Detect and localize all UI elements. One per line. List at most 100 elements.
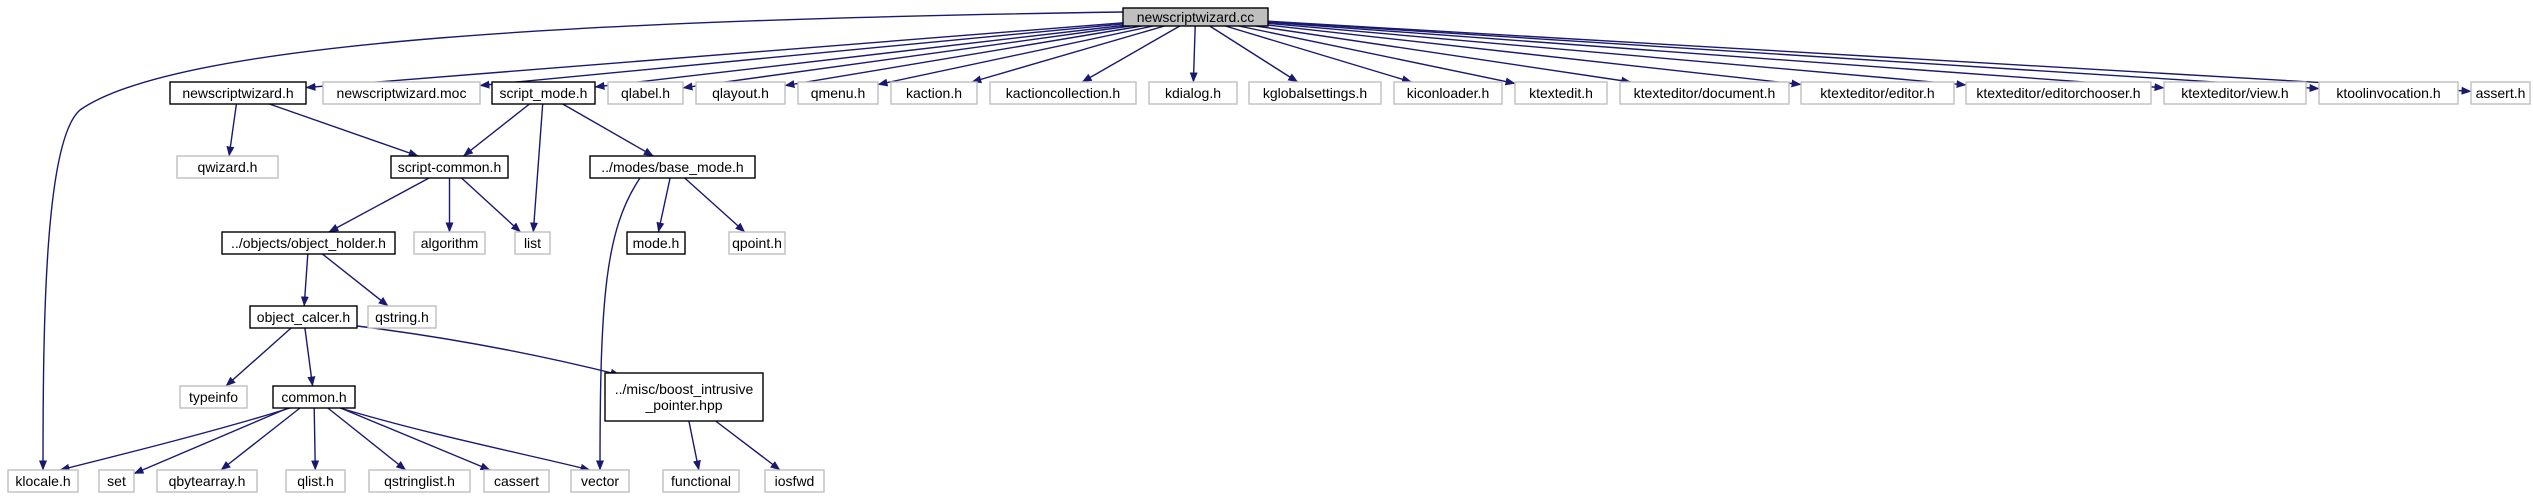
node-base_mode_h[interactable]: ../modes/base_mode.h	[589, 155, 756, 179]
node-common_h[interactable]: common.h	[272, 385, 356, 409]
edge-newscriptwizard_cc-to-newscriptwizard_h	[305, 22, 1124, 91]
node-qbytearray_h: qbytearray.h	[156, 469, 258, 493]
node-kaction_h: kaction.h	[890, 81, 978, 105]
node-box	[367, 305, 437, 329]
node-box	[1122, 7, 1269, 27]
node-object_calcer_h[interactable]: object_calcer.h	[249, 305, 358, 329]
node-qstring_h: qstring.h	[367, 305, 437, 329]
edge-script_mode_h-to-base_mode_h	[562, 103, 654, 157]
node-box	[169, 81, 307, 105]
node-box	[249, 305, 358, 329]
node-klocale_h: klocale.h	[7, 469, 79, 493]
node-box	[176, 155, 279, 179]
node-box	[221, 231, 396, 255]
node-box	[1393, 81, 1503, 105]
edge-newscriptwizard_cc-to-ktoolinvocation_h	[1267, 20, 2320, 92]
node-box	[483, 469, 550, 493]
node-newscriptwizard_moc: newscriptwizard.moc	[322, 81, 481, 105]
node-label: qlist.h	[297, 473, 334, 489]
node-label: qbytearray.h	[169, 473, 246, 489]
node-box	[98, 469, 135, 493]
node-ktextedit_h: ktextedit.h	[1514, 81, 1608, 105]
node-list: list	[514, 231, 551, 255]
edge-script_mode_h-to-list	[530, 103, 544, 233]
node-box	[797, 81, 879, 105]
node-newscriptwizard_cc[interactable]: newscriptwizard.cc	[1122, 7, 1269, 27]
node-box	[368, 469, 471, 493]
node-box	[285, 469, 346, 493]
node-kglobalsettings_h: kglobalsettings.h	[1248, 81, 1382, 105]
node-label: ktexteditor/editorchooser.h	[1976, 85, 2140, 101]
node-box	[1148, 81, 1238, 105]
node-label: object_calcer.h	[257, 309, 350, 325]
node-box	[390, 155, 509, 179]
node-mode_h[interactable]: mode.h	[626, 231, 686, 255]
edge-newscriptwizard_cc-to-klocale_h	[39, 11, 1124, 471]
node-vector: vector	[570, 469, 630, 493]
edge-script_common_h-to-list	[461, 177, 521, 233]
node-label: newscriptwizard.h	[182, 85, 293, 101]
node-label: klocale.h	[15, 473, 70, 489]
node-label: set	[107, 473, 126, 489]
edge-newscriptwizard_cc-to-assert_h	[1267, 20, 2472, 95]
node-qwizard_h: qwizard.h	[176, 155, 279, 179]
node-box	[322, 81, 481, 105]
edge-newscriptwizard_cc-to-newscriptwizard_moc	[479, 23, 1124, 89]
edge-common_h-to-cassert	[340, 407, 491, 471]
node-label: qwizard.h	[198, 159, 258, 175]
node-box	[1965, 81, 2152, 105]
edge-object_holder_h-to-object_calcer_h	[300, 253, 309, 307]
node-box	[1514, 81, 1608, 105]
node-label: script_mode.h	[500, 85, 588, 101]
node-label: newscriptwizard.moc	[337, 85, 467, 101]
node-box	[728, 231, 786, 255]
node-label: assert.h	[2476, 85, 2526, 101]
node-typeinfo: typeinfo	[179, 385, 248, 409]
edge-newscriptwizard_cc-to-kdialog_h	[1189, 25, 1198, 83]
node-box	[2318, 81, 2459, 105]
edge-newscriptwizard_cc-to-ktextedit_h	[1238, 25, 1516, 86]
edge-newscriptwizard_cc-to-qmenu_h	[877, 25, 1154, 87]
edge-newscriptwizard_h-to-qwizard_h	[226, 103, 238, 157]
node-box	[156, 469, 258, 493]
node-box	[272, 385, 356, 409]
node-box	[695, 81, 786, 105]
node-script_common_h[interactable]: script-common.h	[390, 155, 509, 179]
edge-base_mode_h-to-vector	[596, 177, 641, 471]
node-label: ../modes/base_mode.h	[601, 159, 743, 175]
node-label: qlayout.h	[712, 85, 769, 101]
node-newscriptwizard_h[interactable]: newscriptwizard.h	[169, 81, 307, 105]
node-label: mode.h	[633, 235, 680, 251]
node-label: kaction.h	[906, 85, 962, 101]
node-label: qlabel.h	[621, 85, 670, 101]
node-label: _pointer.hpp	[644, 397, 722, 413]
node-label: typeinfo	[189, 389, 238, 405]
node-label: kactioncollection.h	[1006, 85, 1120, 101]
node-box	[2470, 81, 2531, 105]
edge-object_calcer_h-to-common_h	[304, 327, 316, 387]
edge-base_mode_h-to-qpoint_h	[684, 177, 746, 233]
node-label: kiconloader.h	[1407, 85, 1490, 101]
node-boost_intrusive_pointer_hpp[interactable]: ../misc/boost_intrusive_pointer.hpp	[604, 372, 764, 422]
node-ktexteditor_document_h: ktexteditor/document.h	[1619, 81, 1790, 105]
node-box	[7, 469, 79, 493]
node-box	[179, 385, 248, 409]
node-script_mode_h[interactable]: script_mode.h	[491, 81, 596, 105]
node-label: common.h	[281, 389, 346, 405]
edge-common_h-to-qlist_h	[311, 407, 320, 471]
node-label: ktexteditor/editor.h	[1820, 85, 1934, 101]
node-label: ../objects/object_holder.h	[231, 235, 386, 251]
node-label: iosfwd	[775, 473, 815, 489]
node-box	[1800, 81, 1955, 105]
node-label: ktoolinvocation.h	[2336, 85, 2440, 101]
node-qlabel_h: qlabel.h	[607, 81, 684, 105]
edge-newscriptwizard_cc-to-ktexteditor_view_h	[1267, 21, 2165, 92]
node-label: newscriptwizard.cc	[1137, 9, 1254, 25]
node-ktexteditor_view_h: ktexteditor/view.h	[2163, 81, 2307, 105]
edge-common_h-to-qbytearray_h	[220, 407, 301, 471]
node-qlist_h: qlist.h	[285, 469, 346, 493]
node-box	[604, 372, 764, 422]
node-object_holder_h[interactable]: ../objects/object_holder.h	[221, 231, 396, 255]
node-label: script-common.h	[398, 159, 501, 175]
edge-newscriptwizard_cc-to-ktexteditor_editor_h	[1267, 24, 1802, 88]
